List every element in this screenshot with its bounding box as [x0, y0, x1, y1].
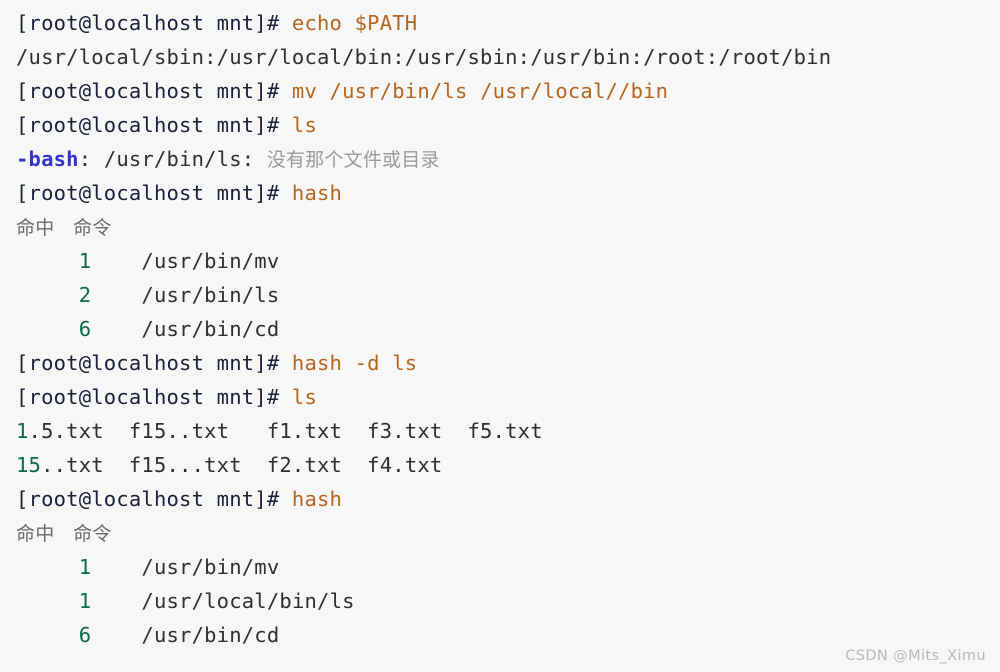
error-path: /usr/bin/ls: [103, 147, 267, 171]
hash-hits-value: 6 [16, 623, 92, 647]
shell-prompt: [root@localhost mnt]# [16, 351, 280, 375]
shell-prompt: [root@localhost mnt]# [16, 11, 280, 35]
shell-command: ls [279, 385, 318, 409]
shell-command: ls [279, 113, 318, 137]
error-source-label: -bash [16, 147, 79, 171]
ls-output-files: .5.txt f15..txt f1.txt f3.txt f5.txt [28, 419, 543, 443]
shell-prompt: [root@localhost mnt]# [16, 113, 280, 137]
terminal-line: [root@localhost mnt]# mv /usr/bin/ls /us… [16, 74, 1000, 108]
shell-prompt: [root@localhost mnt]# [16, 79, 280, 103]
hash-command-path: /usr/bin/mv [91, 249, 280, 273]
shell-command: hash [279, 181, 343, 205]
ls-output-row: 15..txt f15...txt f2.txt f4.txt [16, 448, 1000, 482]
hash-hits-value: 1 [16, 249, 92, 273]
shell-command: echo $PATH [279, 11, 418, 35]
hash-hits-value: 2 [16, 283, 92, 307]
command-output: /usr/local/sbin:/usr/local/bin:/usr/sbin… [16, 45, 832, 69]
hash-hits-value: 1 [16, 555, 92, 579]
hash-table-row: 1 /usr/bin/mv [16, 244, 1000, 278]
shell-prompt: [root@localhost mnt]# [16, 385, 280, 409]
terminal-line: [root@localhost mnt]# ls [16, 380, 1000, 414]
terminal-line: [root@localhost mnt]# hash [16, 482, 1000, 516]
ls-output-leading-number: 1 [16, 419, 29, 443]
terminal-line: [root@localhost mnt]# hash -d ls [16, 346, 1000, 380]
hash-table-row: 1 /usr/bin/mv [16, 550, 1000, 584]
hash-column-hits: 命中 [16, 217, 55, 239]
hash-column-command: 命令 [54, 217, 112, 239]
ls-output-row: 1.5.txt f15..txt f1.txt f3.txt f5.txt [16, 414, 1000, 448]
hash-column-command: 命令 [54, 523, 112, 545]
csdn-watermark: CSDN @Mits_Ximu [845, 648, 986, 664]
ls-output-files: ..txt f15...txt f2.txt f4.txt [41, 453, 443, 477]
hash-command-path: /usr/bin/ls [91, 283, 280, 307]
hash-column-hits: 命中 [16, 523, 55, 545]
hash-hits-value: 6 [16, 317, 92, 341]
shell-prompt: [root@localhost mnt]# [16, 181, 280, 205]
hash-command-path: /usr/bin/cd [91, 623, 280, 647]
hash-table-row: 2 /usr/bin/ls [16, 278, 1000, 312]
hash-table-row: 1 /usr/local/bin/ls [16, 584, 1000, 618]
hash-command-path: /usr/local/bin/ls [91, 589, 355, 613]
hash-table-header: 命中 命令 [16, 210, 1000, 244]
shell-command: mv /usr/bin/ls /usr/local//bin [279, 79, 669, 103]
error-separator: : [78, 147, 104, 171]
hash-command-path: /usr/bin/mv [91, 555, 280, 579]
hash-command-path: /usr/bin/cd [91, 317, 280, 341]
terminal-line: [root@localhost mnt]# ls [16, 108, 1000, 142]
hash-table-header: 命中 命令 [16, 516, 1000, 550]
terminal-line: [root@localhost mnt]# hash [16, 176, 1000, 210]
terminal-line: /usr/local/sbin:/usr/local/bin:/usr/sbin… [16, 40, 1000, 74]
shell-prompt: [root@localhost mnt]# [16, 487, 280, 511]
hash-hits-value: 1 [16, 589, 92, 613]
terminal-line: -bash: /usr/bin/ls: 没有那个文件或目录 [16, 142, 1000, 176]
hash-table-row: 6 /usr/bin/cd [16, 312, 1000, 346]
hash-table-row: 6 /usr/bin/cd [16, 618, 1000, 652]
error-message: 没有那个文件或目录 [266, 149, 440, 171]
shell-command: hash -d ls [279, 351, 418, 375]
ls-output-leading-number: 15 [16, 453, 42, 477]
terminal-line: [root@localhost mnt]# echo $PATH [16, 6, 1000, 40]
shell-command: hash [279, 487, 343, 511]
